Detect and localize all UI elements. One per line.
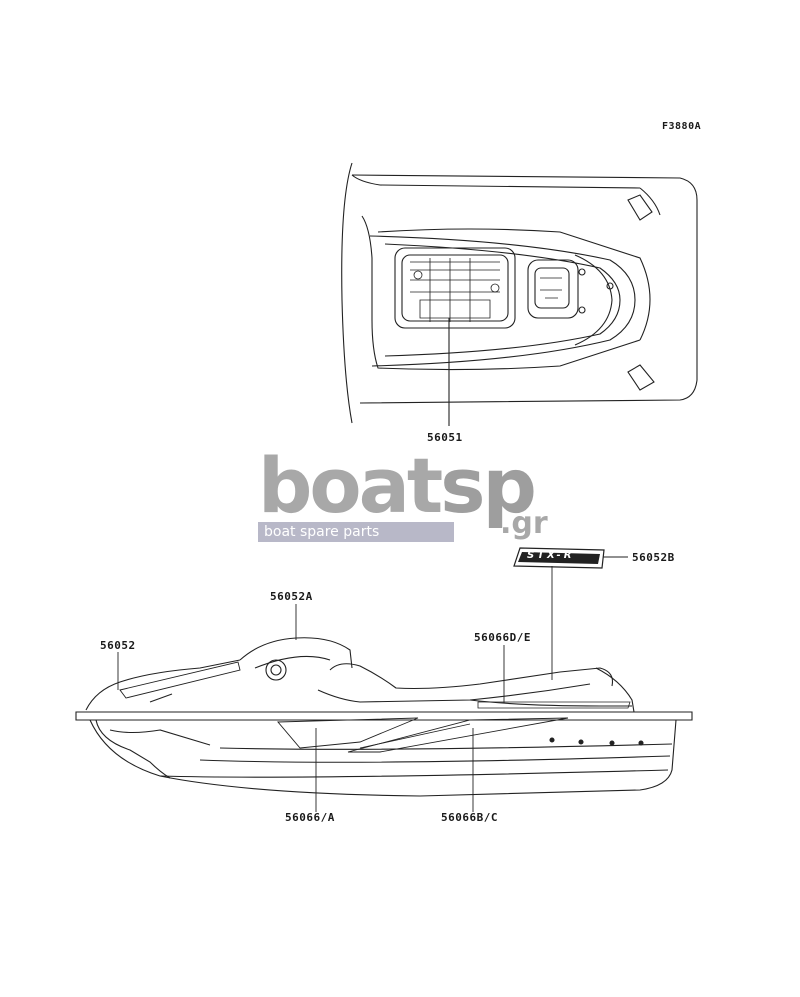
top-view-hull bbox=[341, 162, 698, 424]
part-label-56052b: 56052B bbox=[632, 551, 675, 564]
part-label-56052: 56052 bbox=[100, 639, 136, 652]
stx-r-decal-graphic bbox=[513, 547, 605, 569]
part-label-56066de: 56066D/E bbox=[474, 631, 531, 644]
leader-lines bbox=[117, 556, 628, 812]
watermark-logo: boatsp bbox=[258, 448, 537, 524]
watermark-tagline: boat spare parts bbox=[258, 522, 454, 542]
watermark-gr: .gr bbox=[500, 506, 548, 541]
part-label-56066a: 56066/A bbox=[285, 811, 335, 824]
side-view-hull bbox=[75, 637, 693, 797]
part-label-56052a: 56052A bbox=[270, 590, 313, 603]
stx-r-decal-text: STX-R bbox=[527, 550, 575, 561]
watermark-sp: sp bbox=[440, 441, 537, 530]
watermark-boat: boat bbox=[258, 441, 443, 530]
figure-code: F3880A bbox=[662, 121, 702, 132]
part-label-56066bc: 56066B/C bbox=[441, 811, 498, 824]
part-label-56051: 56051 bbox=[427, 431, 463, 444]
